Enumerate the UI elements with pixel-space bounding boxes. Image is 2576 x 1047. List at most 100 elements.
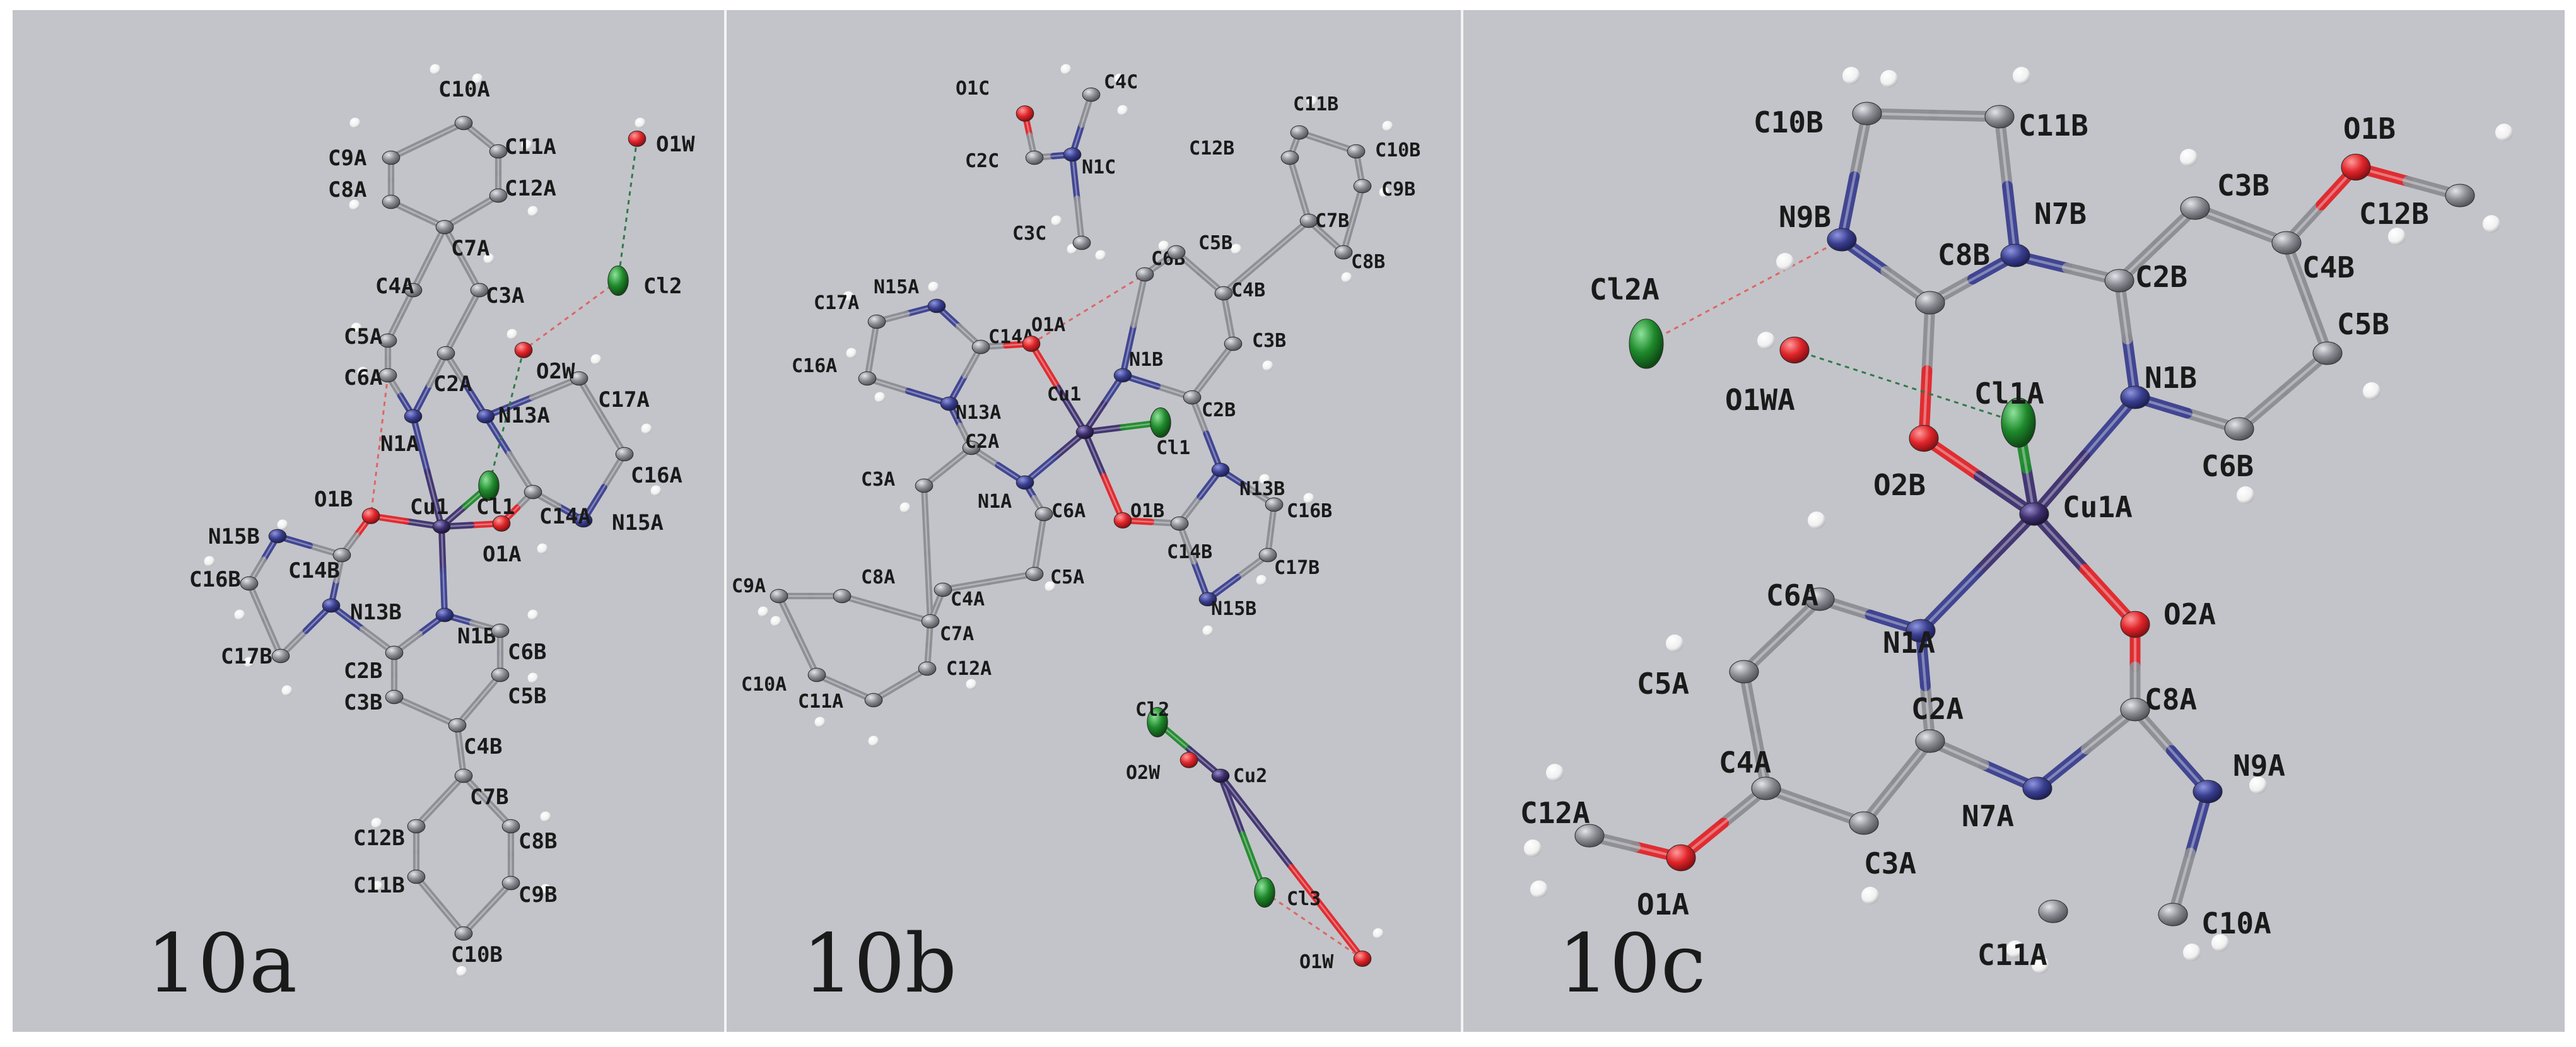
atom-cu1 — [1075, 424, 1094, 440]
hydrogen-atom — [277, 519, 288, 530]
atom-c10a — [807, 667, 826, 682]
atom-label: O1B — [2343, 112, 2396, 146]
bond-highlight — [248, 535, 279, 585]
atom-n9a — [2193, 780, 2223, 804]
atom-c4a — [1751, 776, 1781, 800]
hydrogen-atom — [1546, 764, 1564, 781]
bond-highlight — [440, 522, 503, 528]
atom-c12a — [1574, 824, 1605, 848]
atom-c17a — [867, 314, 886, 329]
atom-label: C5A — [1637, 667, 1689, 701]
hydrogen-atom — [1861, 887, 1879, 904]
atom-label: N13B — [350, 600, 402, 625]
bond — [1055, 384, 1089, 436]
atom-label: C6A — [1766, 578, 1818, 612]
atom-c2c — [1025, 150, 1044, 165]
atom-label: C17B — [1274, 557, 1320, 579]
atom-c4b — [448, 718, 467, 733]
bond — [2029, 450, 2090, 520]
hydrogen-atom — [2032, 956, 2049, 974]
bond-highlight — [393, 696, 459, 727]
hydrogen-atom — [281, 685, 293, 696]
hydrogen-atom — [537, 543, 548, 554]
atom-c11a — [2038, 899, 2068, 923]
hydrogen-atom — [1379, 187, 1390, 198]
atom-o1b — [361, 508, 380, 524]
atom-label: Cu1A — [2063, 490, 2133, 524]
atom-c12b — [1280, 150, 1299, 165]
bond-highlight — [456, 674, 501, 727]
atom-c8a — [833, 588, 852, 604]
bond-highlight — [412, 352, 447, 418]
hydrogen-atom — [1117, 105, 1128, 116]
atom-n15b — [1198, 592, 1217, 607]
atom-label: C5B — [1198, 232, 1232, 254]
atom-n1a — [1016, 475, 1034, 490]
atom-label: C14B — [1167, 541, 1212, 563]
atom-label: C4B — [1231, 279, 1265, 301]
bond-highlight — [393, 614, 446, 654]
atom-n15a — [927, 298, 946, 313]
bond — [1288, 863, 1366, 962]
atom-label: C16A — [792, 355, 837, 377]
atom-label: C10B — [1375, 139, 1420, 161]
bond — [1263, 217, 1313, 260]
atom-label: C7B — [1315, 210, 1349, 232]
hydrogen-atom — [814, 717, 826, 728]
bond — [1915, 567, 1983, 636]
bond — [409, 412, 431, 475]
atom-c3c — [1072, 235, 1091, 250]
bond — [440, 567, 448, 619]
hydrogen-atom — [2249, 776, 2267, 794]
hydrogen-atom — [349, 199, 360, 211]
hydrogen-atom — [641, 423, 652, 435]
atom-c8a — [382, 194, 401, 209]
bond-highlight — [1191, 396, 1222, 471]
atom-label: C2A — [1911, 692, 1964, 726]
bond-highlight — [412, 415, 443, 528]
bond-highlight — [456, 724, 465, 777]
atom-label: C2A — [433, 371, 472, 397]
atom-c6a — [1034, 506, 1053, 522]
bond-highlight — [390, 201, 446, 228]
bond-highlight — [578, 377, 626, 455]
atom-n7a — [2022, 776, 2052, 800]
atom-label: C5B — [2337, 307, 2389, 341]
atom-label: C11B — [353, 873, 405, 898]
bond-highlight — [1342, 185, 1364, 254]
atom-label: O2W — [1126, 762, 1161, 784]
atom-label: C4A — [951, 588, 985, 611]
atom-o2w — [514, 342, 533, 358]
atom-label: N7A — [1962, 799, 2014, 833]
bond-highlight — [484, 415, 534, 493]
atom-n9b — [1827, 228, 1857, 252]
atom-o2w — [1180, 752, 1198, 768]
bond-highlight — [1298, 131, 1357, 153]
atom-label: C12A — [946, 658, 992, 680]
atom-label: C12B — [353, 826, 405, 851]
atom-label: C14A — [539, 504, 591, 529]
bond-highlight — [923, 484, 932, 623]
atom-label: C3B — [2217, 168, 2269, 202]
bond-highlight — [1928, 254, 2017, 305]
atom-label: C8A — [861, 566, 895, 588]
atom-c11a — [864, 693, 883, 708]
hydrogen-atom — [1045, 581, 1056, 592]
atom-c9b — [1353, 178, 1372, 194]
atom-n15b — [268, 529, 287, 544]
atom-label: N1A — [1883, 626, 1935, 660]
bond-highlight — [2035, 708, 2137, 790]
hydrogen-atom — [843, 291, 854, 302]
bond-highlight — [445, 352, 487, 418]
bond — [1068, 151, 1080, 202]
atom-c3b — [2180, 196, 2210, 220]
bond-highlight — [445, 289, 481, 354]
hydrogen-atom — [899, 502, 911, 513]
atom-cl1a — [2001, 397, 2036, 448]
atom-cl1 — [1150, 407, 1171, 438]
atom-label: C6B — [508, 640, 546, 665]
bond-highlight — [1191, 342, 1234, 399]
hydrogen-atom — [371, 817, 382, 829]
atom-c4c — [1082, 87, 1101, 102]
atom-o1a — [492, 515, 511, 532]
